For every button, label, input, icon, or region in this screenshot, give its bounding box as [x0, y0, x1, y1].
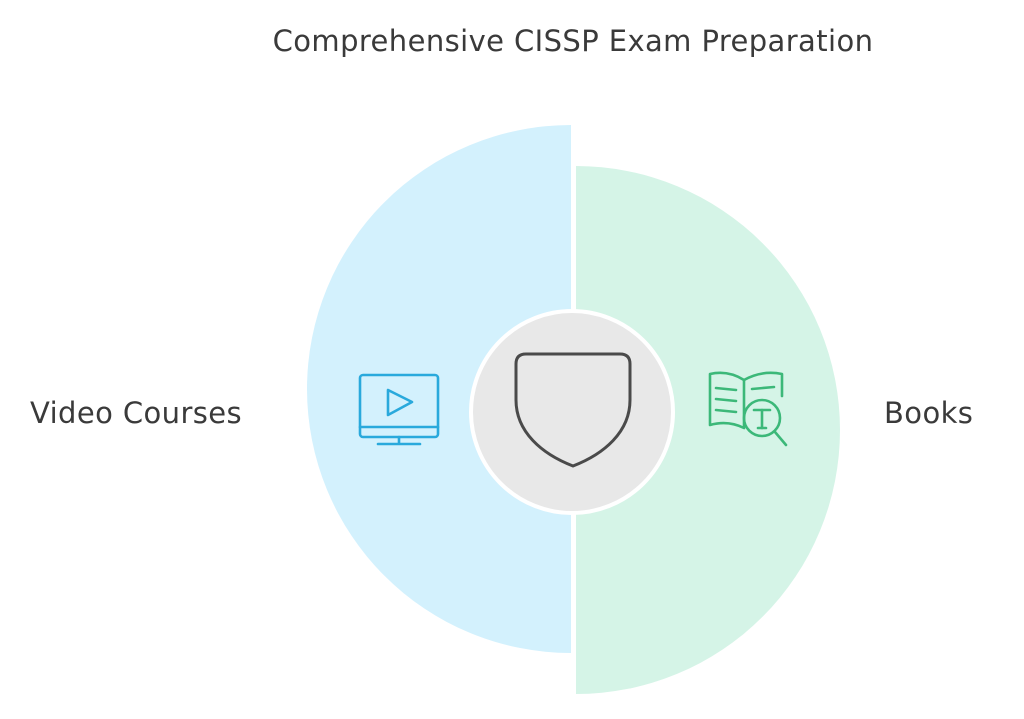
book-search-icon — [708, 371, 788, 447]
segment-label-video-courses: Video Courses — [30, 396, 243, 430]
segment-books — [576, 166, 840, 694]
segment-label-books: Books — [884, 396, 974, 430]
shield-icon — [514, 352, 632, 468]
diagram-title: Comprehensive CISSP Exam Preparation — [272, 24, 874, 58]
video-monitor-icon — [358, 373, 440, 446]
center-hub — [469, 309, 675, 515]
